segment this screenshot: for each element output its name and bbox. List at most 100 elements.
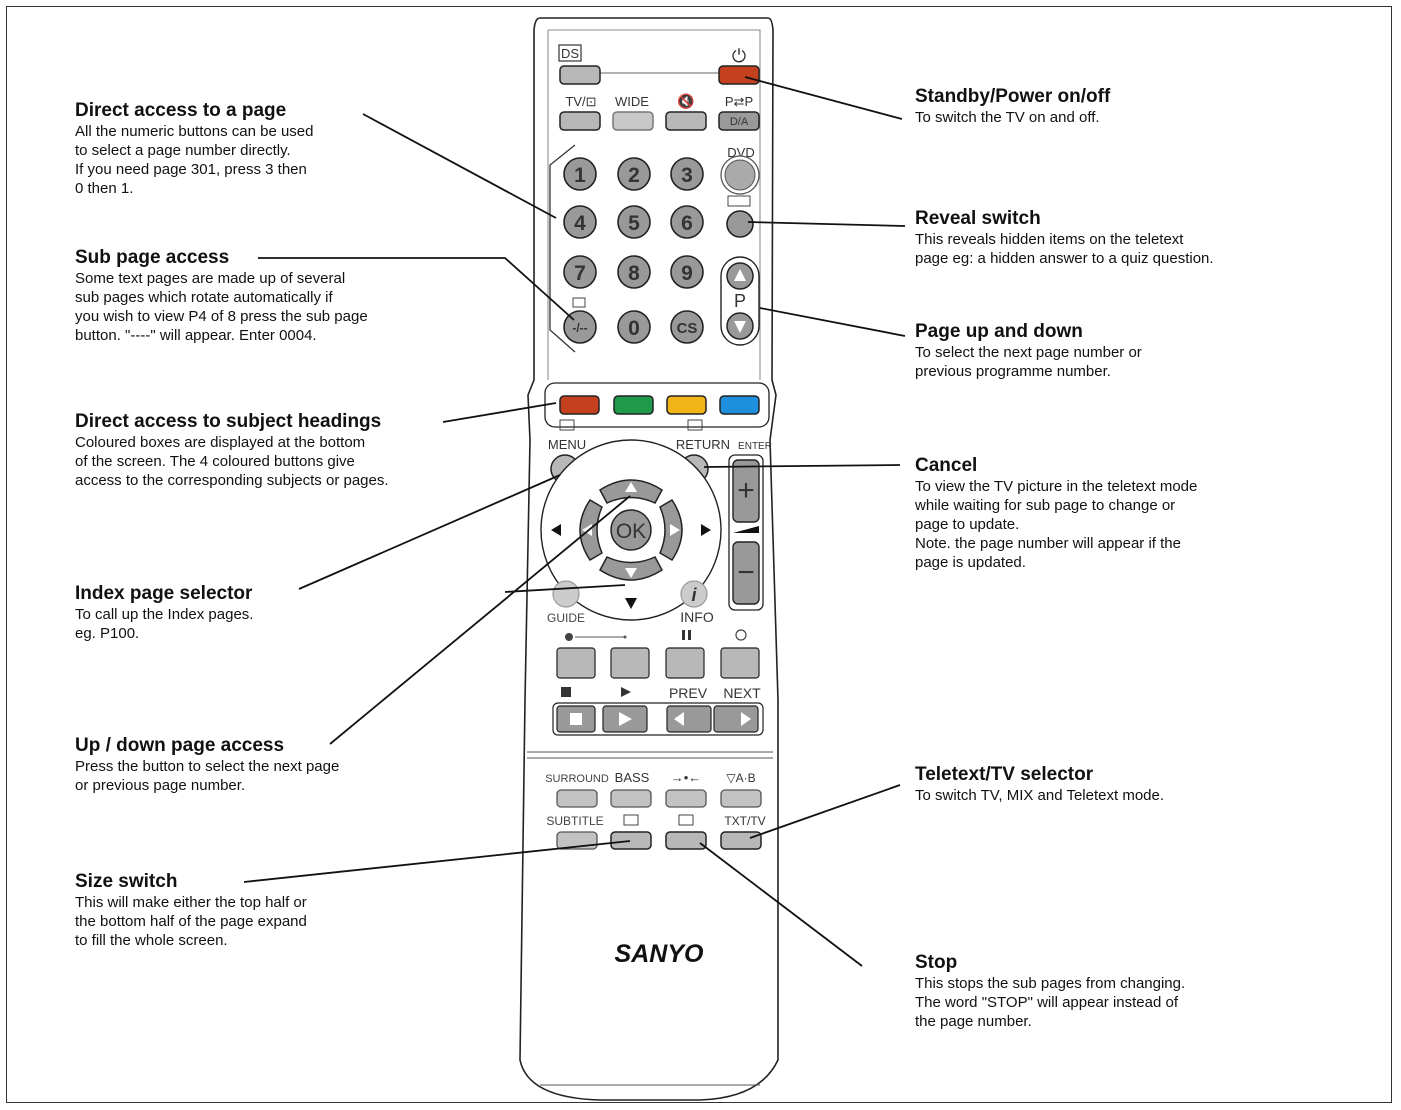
teletext-tv-title: Teletext/TV selector	[915, 764, 1094, 785]
menu-label: MENU	[548, 437, 586, 452]
mute-button[interactable]	[665, 111, 707, 131]
record-line-dot	[623, 635, 627, 639]
leader-stop	[699, 842, 863, 967]
digit-buttons: 1 2 3 4 5 6 7 8 9 -/-- 0 CS	[563, 157, 704, 344]
next-transport-icon	[741, 712, 751, 726]
volume-down-button[interactable]	[732, 541, 760, 605]
return-icon	[687, 419, 703, 431]
outer-left-arrow-icon	[551, 524, 561, 536]
sub-page-line: you wish to view P4 of 8 press the sub p…	[75, 308, 368, 325]
blank-button[interactable]	[610, 647, 650, 679]
digit-8-button[interactable]	[617, 255, 651, 289]
ok-button[interactable]	[610, 509, 652, 551]
standby-text: To switch the TV on and off.	[915, 108, 1215, 127]
reveal-line: This reveals hidden items on the teletex…	[915, 231, 1184, 248]
teletext-tv-text: To switch TV, MIX and Teletext mode.	[915, 786, 1255, 805]
digit-0-button[interactable]	[617, 310, 651, 344]
nav-up-icon	[625, 482, 637, 492]
wide-label: WIDE	[615, 94, 649, 109]
guide-label: GUIDE	[547, 611, 585, 625]
red-button[interactable]	[559, 395, 600, 415]
tv-av-button[interactable]	[559, 111, 601, 131]
annotation-subject-headings: Direct access to subject headings Colour…	[75, 411, 475, 490]
digit-1-button[interactable]	[563, 157, 597, 191]
power-button[interactable]	[718, 65, 760, 85]
cancel-line: while waiting for sub page to change or	[915, 497, 1176, 514]
wide-button[interactable]	[612, 111, 654, 131]
digit-7-button[interactable]	[563, 255, 597, 289]
annotation-reveal: Reveal switch This reveals hidden items …	[915, 208, 1315, 268]
annotation-sub-page: Sub page access Some text pages are made…	[75, 247, 455, 345]
updown-text: Press the button to select the next page…	[75, 757, 415, 795]
stop-small-icon	[561, 687, 571, 697]
digit-4-button[interactable]	[563, 205, 597, 239]
digit-5-button[interactable]	[617, 205, 651, 239]
power-symbol-icon: ⏻	[732, 46, 746, 66]
standby-line: To switch the TV on and off.	[915, 109, 1100, 126]
guide-button[interactable]	[552, 580, 580, 608]
leader-standby	[744, 76, 903, 120]
record-button[interactable]	[556, 647, 596, 679]
p-swap-label: P⇄P	[725, 94, 753, 109]
digit-2-label: 2	[628, 164, 640, 187]
ok-label: OK	[616, 520, 646, 543]
green-button[interactable]	[613, 395, 654, 415]
annotation-teletext-tv: Teletext/TV selector To switch TV, MIX a…	[915, 764, 1255, 805]
menu-icon	[559, 419, 575, 431]
prev-transport-button[interactable]	[666, 705, 712, 733]
sub-page-label: -/--	[572, 321, 587, 335]
annotation-standby: Standby/Power on/off To switch the TV on…	[915, 86, 1215, 127]
page-updown-line: previous programme number.	[915, 363, 1111, 380]
dvd-power-icon	[735, 629, 747, 641]
subject-headings-text: Coloured boxes are displayed at the bott…	[75, 433, 475, 490]
digit-3-button[interactable]	[670, 157, 704, 191]
ds-button[interactable]	[559, 65, 601, 85]
leader-updown-2	[504, 584, 626, 593]
digit-9-label: 9	[681, 262, 693, 285]
outer-down-arrow-icon	[625, 598, 637, 609]
surround-button[interactable]	[556, 789, 598, 808]
subject-headings-line: access to the corresponding subjects or …	[75, 472, 389, 489]
bass-label: BASS	[615, 770, 650, 785]
yellow-button[interactable]	[666, 395, 707, 415]
reveal-button[interactable]	[726, 210, 754, 238]
next-transport-button[interactable]	[713, 705, 759, 733]
bass-button[interactable]	[610, 789, 652, 808]
hold-button[interactable]	[665, 831, 707, 850]
pp-da-button[interactable]	[718, 111, 760, 131]
cs-button[interactable]	[670, 310, 704, 344]
info-button[interactable]	[680, 580, 708, 608]
annotation-page-updown: Page up and down To select the next page…	[915, 321, 1235, 381]
pause-button[interactable]	[665, 647, 705, 679]
txt-tv-button[interactable]	[720, 831, 762, 850]
leader-size	[243, 840, 631, 883]
digit-6-button[interactable]	[670, 205, 704, 239]
nav-right-icon	[670, 524, 680, 536]
digit-3-label: 3	[681, 164, 693, 187]
enter-label: ENTER	[738, 441, 772, 452]
leader-cancel	[703, 464, 901, 468]
leader-updown	[329, 495, 631, 745]
updown-line: or previous page number.	[75, 777, 246, 794]
volume-up-button[interactable]	[732, 459, 760, 523]
ab-button[interactable]	[720, 789, 762, 808]
reveal-title: Reveal switch	[915, 208, 1041, 229]
diagram-frame	[6, 6, 1392, 1103]
txt-tv-label: TXT/TV	[724, 814, 765, 828]
size-button[interactable]	[610, 831, 652, 850]
arrows-button[interactable]	[665, 789, 707, 808]
dvd-power-button[interactable]	[720, 647, 760, 679]
direct-page-line: 0 then 1.	[75, 180, 134, 197]
direct-page-line: to select a page number directly.	[75, 142, 291, 159]
next-label: NEXT	[723, 685, 761, 701]
prev-label: PREV	[669, 685, 708, 701]
leader-lines	[243, 76, 906, 967]
blue-button[interactable]	[719, 395, 760, 415]
digit-4-label: 4	[574, 212, 586, 235]
subject-headings-line: Coloured boxes are displayed at the bott…	[75, 434, 366, 451]
cancel-line: Note. the page number will appear if the	[915, 535, 1181, 552]
digit-9-button[interactable]	[670, 255, 704, 289]
digit-2-button[interactable]	[617, 157, 651, 191]
